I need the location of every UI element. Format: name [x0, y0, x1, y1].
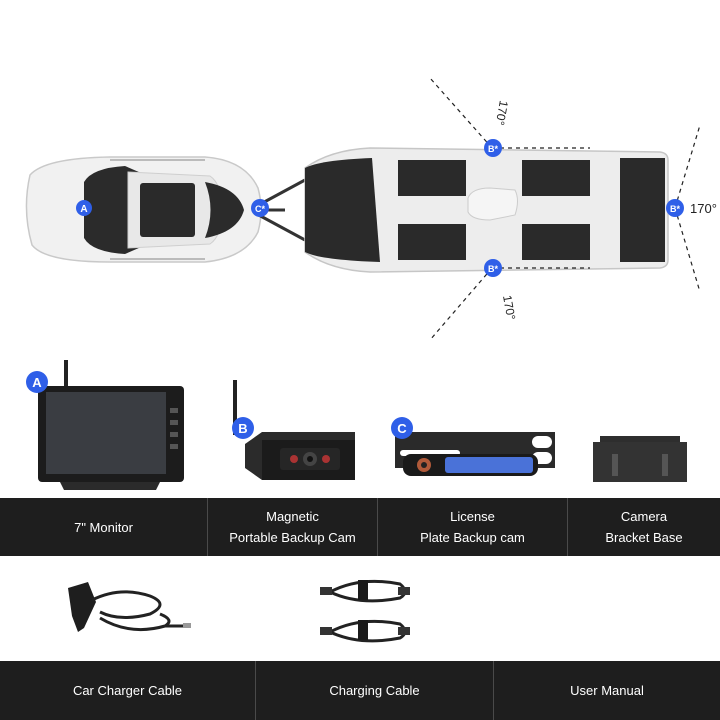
- accessory-images: [68, 579, 410, 643]
- label-cell-user-manual: User Manual: [494, 661, 720, 720]
- car-illustration: [25, 156, 262, 263]
- badge-top-camera: B*: [484, 139, 502, 157]
- badge-plate-camera: C: [391, 417, 413, 439]
- label-magnetic-camera-line2: Portable Backup Cam: [229, 530, 356, 545]
- setup-diagram: 170° 170° 170° A C* B* B* B*: [25, 77, 717, 341]
- magnetic-camera-image: [233, 380, 355, 480]
- car-charger-cable-image: [68, 582, 191, 632]
- svg-text:C*: C*: [255, 204, 265, 214]
- label-bracket-base-line1: Camera: [620, 509, 668, 524]
- label-car-charger-cable: Car Charger Cable: [72, 683, 183, 698]
- trailer-illustration: [304, 147, 669, 273]
- angle-label-rear: 170°: [690, 201, 717, 216]
- label-cell-bracket-base: Camera Bracket Base: [568, 498, 720, 556]
- svg-text:A: A: [80, 204, 87, 215]
- label-plate-camera-line2: Plate Backup cam: [420, 530, 525, 545]
- bracket-base-image: [593, 436, 687, 482]
- badge-bottom-camera: B*: [484, 259, 502, 277]
- angle-label-bottom: 170°: [500, 294, 518, 321]
- label-user-manual: User Manual: [570, 683, 644, 698]
- svg-text:B*: B*: [488, 144, 498, 154]
- badge-car-monitor: A: [76, 200, 92, 216]
- label-bracket-base-line2: Bracket Base: [605, 530, 683, 545]
- label-charging-cable: Charging Cable: [329, 683, 420, 698]
- badge-monitor: A: [26, 371, 48, 393]
- badge-rear-camera: B*: [666, 199, 684, 217]
- label-magnetic-camera-line1: Magnetic: [266, 509, 319, 524]
- accessory-label-band: Car Charger Cable Charging Cable User Ma…: [0, 661, 720, 720]
- product-images: [38, 360, 687, 490]
- svg-text:B*: B*: [488, 264, 498, 274]
- badge-hitch-camera: C*: [251, 199, 269, 217]
- svg-text:B*: B*: [670, 204, 680, 214]
- label-plate-camera-line1: License: [450, 509, 495, 524]
- label-cell-magnetic-camera: Magnetic Portable Backup Cam: [208, 498, 378, 556]
- label-monitor: 7" Monitor: [74, 519, 133, 535]
- label-cell-plate-camera: License Plate Backup cam: [378, 498, 568, 556]
- license-plate-camera-image: [395, 432, 555, 476]
- label-cell-car-charger: Car Charger Cable: [0, 661, 256, 720]
- product-label-band: 7" Monitor Magnetic Portable Backup Cam …: [0, 498, 720, 556]
- badge-magnetic-camera: B: [232, 417, 254, 439]
- charging-cable-image: [320, 579, 410, 643]
- label-cell-monitor: 7" Monitor: [0, 498, 208, 556]
- label-cell-charging-cable: Charging Cable: [256, 661, 494, 720]
- monitor-image: [38, 360, 184, 490]
- angle-label-top: 170°: [493, 99, 511, 126]
- viewing-angle-lines: [429, 77, 701, 341]
